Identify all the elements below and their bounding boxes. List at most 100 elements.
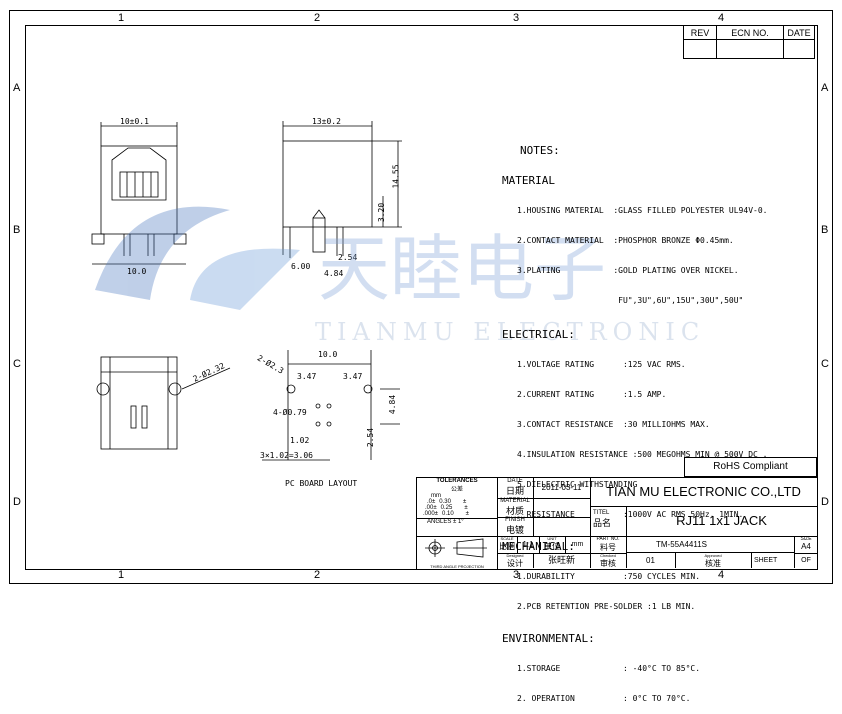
material-line: 2.CONTACT MATERIAL :PHOSPHOR BRONZE Φ0.4…	[517, 236, 734, 245]
title-label: TITEL	[593, 510, 610, 516]
scale-label: SCALE	[500, 536, 514, 541]
finish-cn: 电镀	[505, 525, 524, 535]
notes-environmental-heading: ENVIRONMENTAL:	[502, 632, 595, 645]
part-no-label: PART NO.	[596, 536, 620, 542]
drawing-outer-frame	[9, 10, 833, 584]
zone-col-1-top: 1	[118, 12, 125, 24]
checked-cn: 审核	[600, 559, 616, 568]
zone-col-2-top: 2	[314, 12, 321, 24]
mechanical-line: 1.DURABILITY :750 CYCLES MIN.	[517, 572, 701, 581]
zone-row-c-right: C	[821, 358, 829, 370]
pc-board-layout-label: PC BOARD LAYOUT	[285, 479, 358, 488]
title-value: RJ11 1x1 JACK	[626, 506, 817, 537]
tolerances-cn: 公差	[450, 487, 463, 493]
bottom-view	[96, 356, 231, 450]
tolerances-label: TOLERANCES	[436, 478, 478, 484]
checked-value: 01	[626, 553, 676, 568]
electrical-line: 4.INSULATION RESISTANCE :500 MEGOHMS MIN…	[517, 450, 768, 459]
electrical-line: 5.DIELECTRIC WITHSTANDING	[517, 480, 638, 489]
tol-sign: ±	[465, 511, 469, 517]
size-label: SIZE	[800, 536, 812, 542]
scale-value: 1:1	[517, 536, 540, 554]
environmental-line: 1.STORAGE : -40°C TO 85°C.	[517, 664, 701, 673]
zone-col-1-bottom: 1	[118, 569, 125, 581]
sheet-label: SHEET	[751, 553, 795, 568]
front-view	[91, 122, 187, 265]
unit-cn: 单位	[544, 542, 560, 551]
zone-col-4-bottom: 4	[718, 569, 725, 581]
electrical-line: 2.CURRENT RATING :1.5 AMP.	[517, 390, 667, 399]
tol-value: 0.25	[440, 505, 453, 511]
unit-label-cell: UNIT 单位	[539, 536, 566, 554]
material-label: MATERIAL	[500, 498, 530, 504]
of-label: OF	[801, 557, 811, 564]
projection-box: THIRD ANGLE PROJECTION	[417, 536, 498, 569]
dim-pcb-347-left: 3.47	[297, 372, 317, 381]
revision-table: REV ECN NO. DATE	[683, 25, 815, 59]
dim-pcb-holes-4: 4-Ø0.79	[273, 408, 307, 417]
side-view	[282, 121, 402, 258]
angles-row: ANGLES ± 1°	[417, 518, 497, 525]
dim-height-total: 14.55	[391, 164, 401, 189]
approved-label: Approved	[704, 553, 722, 558]
checked-label-cell: Checked 审核	[590, 553, 627, 568]
title-block: TOLERANCES 公差 mm .0±0.30± .00±0.25± .000…	[416, 477, 818, 570]
dim-pcb-102: 1.02	[290, 436, 310, 445]
material-label-cell: MATERIAL 材质	[497, 498, 534, 518]
tol-row: .0±0.30±	[427, 499, 497, 505]
tol-value: 0.10	[441, 511, 454, 517]
tol-row: .00±0.25±	[425, 505, 497, 511]
approved-cell: Approved 核准	[675, 553, 752, 568]
finish-label-cell: FINISH 电镀	[497, 517, 534, 537]
notes-mechanical-heading: MECHANICAL:	[502, 540, 575, 553]
checked-label: Checked	[600, 553, 616, 558]
zone-row-d-right: D	[821, 496, 829, 508]
dim-pcb-254: 2.54	[366, 427, 376, 448]
tol-value: 0.30	[439, 499, 451, 505]
tolerances-box: TOLERANCES 公差 mm .0±0.30± .00±0.25± .000…	[417, 478, 498, 536]
watermark-chinese: 天睦电子	[318, 227, 607, 311]
zone-col-4-top: 4	[718, 12, 725, 24]
part-no-cn: 料号	[600, 543, 616, 552]
notes-block: NOTES: MATERIAL 1.HOUSING MATERIAL :GLAS…	[502, 126, 767, 714]
material-value-cell	[533, 498, 591, 518]
zone-row-b-left: B	[13, 224, 21, 236]
designed-label-cell: Designed 设计	[497, 553, 534, 568]
mechanical-line: 2.PCB RETENTION PRE-SOLDER :1 LB MIN.	[517, 602, 696, 611]
material-line: 1.HOUSING MATERIAL :GLASS FILLED POLYEST…	[517, 206, 768, 215]
approved-cn: 核准	[705, 559, 721, 568]
tol-prefix: .00±	[425, 505, 437, 511]
watermark-english: TIANMU ELECTRONIC	[315, 318, 706, 346]
dim-bottom-width: 10.0	[127, 267, 147, 276]
notes-title: NOTES:	[520, 144, 560, 157]
zone-row-a-left: A	[13, 82, 21, 94]
third-angle-projection-icon	[425, 538, 487, 558]
company-name: TIAN MU ELECTRONIC CO.,LTD	[590, 478, 817, 507]
mechanical-drawing	[91, 121, 402, 461]
electrical-line: 3.CONTACT RESISTANCE :30 MILLIOHMS MAX.	[517, 420, 710, 429]
material-line: 3.PLATING :GOLD PLATING OVER NICKEL.	[517, 266, 739, 275]
environmental-line: 2. OPERATION : 0°C TO 70°C.	[517, 694, 691, 703]
pcb-layout	[262, 350, 400, 461]
watermark-logo	[95, 206, 300, 310]
tol-row: .000±0.10±	[423, 511, 497, 517]
scale-label-cell: SCALE 比例	[497, 536, 518, 554]
title-label-cell: TITEL 品名	[590, 506, 627, 537]
designed-cn: 设计	[507, 559, 523, 568]
dim-254: 2.54	[338, 253, 358, 262]
zone-col-3-bottom: 3	[513, 569, 520, 581]
material-line: FU",3U",6U",15U",30U",50U"	[517, 296, 744, 305]
tol-mm: mm	[431, 493, 441, 499]
scale-cn: 比例	[499, 542, 515, 551]
projection-label: THIRD ANGLE PROJECTION	[430, 564, 484, 569]
date-cn: 日期	[505, 486, 524, 496]
dim-side-width: 13±0.2	[312, 117, 341, 126]
title-cn: 品名	[593, 518, 612, 528]
zone-row-c-left: C	[13, 358, 21, 370]
part-no-label-cell: PART NO. 料号	[590, 536, 627, 554]
notes-material-heading: MATERIAL	[502, 174, 555, 187]
unit-label: UNIT	[547, 536, 557, 541]
unit-value: mm	[565, 536, 591, 554]
dim-600: 6.00	[291, 262, 311, 271]
zone-row-b-right: B	[821, 224, 829, 236]
